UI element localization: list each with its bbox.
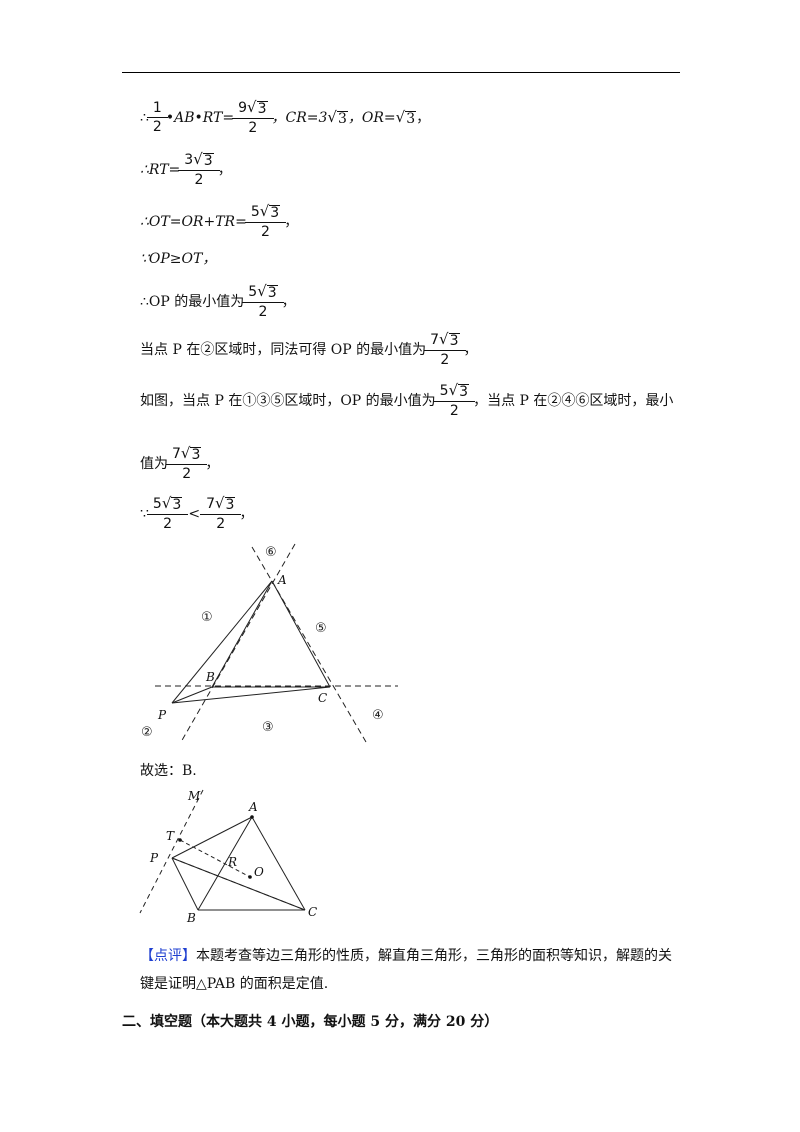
label-a: A [277,573,287,587]
region-label-4: ④ [372,708,384,723]
region-label-1: ① [201,610,213,625]
label-b: B [186,911,196,924]
side-ac [271,580,331,688]
label-r: R [227,855,237,869]
segment-pb [171,857,199,911]
label-o: O [254,865,264,879]
label-p: P [157,708,167,722]
equation-text: ，OR= [347,109,396,126]
segment-pc [171,686,331,704]
side-ab [211,580,273,688]
segment-pc [171,857,306,911]
region-label-5: ⑤ [315,621,327,636]
triangle-diagram: M A T P R O B C [139,789,317,924]
comment-text: 本题考查等边三角形的性质，解直角三角形，三角形的面积等知识，解题的关键是证明△P… [140,948,672,992]
label-a: A [248,800,258,814]
label-p: P [149,851,159,865]
equation-text: •AB•RT= [165,109,235,126]
point-t [178,838,182,842]
dashed-line-to [179,839,251,878]
region-label-6: ⑥ [265,545,277,560]
equation-text: ，CR=3 [271,109,328,126]
header-rule [122,72,680,73]
side-ab [197,816,253,911]
therefore-symbol: ∴ [140,109,149,126]
comment-paragraph: 【点评】本题考查等边三角形的性质，解直角三角形，三角形的面积等知识，解题的关键是… [140,942,685,998]
label-c: C [308,905,317,919]
segment-pa [171,816,253,859]
label-c: C [318,691,327,705]
label-b: B [205,670,215,684]
answer-line: 故选：B. [140,763,197,779]
region-diagram: A B C P ① ② ③ ④ ⑤ ⑥ [141,543,398,743]
region-label-2: ② [141,725,153,740]
dashed-line-ab [180,543,296,743]
point-a [250,815,254,819]
segment-pb [171,686,213,704]
section-heading: 二、填空题（本大题共 4 小题，每小题 5 分，满分 20 分） [122,1014,499,1030]
comment-label: 【点评】 [140,948,196,964]
region-label-3: ③ [262,720,274,735]
segment-pa [171,580,273,704]
side-ac [251,816,306,911]
equation-line-4: ∵OP≥OT， [140,251,217,267]
dashed-line-ac [251,546,367,743]
label-t: T [166,829,175,843]
label-m: M [187,789,201,803]
point-o [248,875,252,879]
